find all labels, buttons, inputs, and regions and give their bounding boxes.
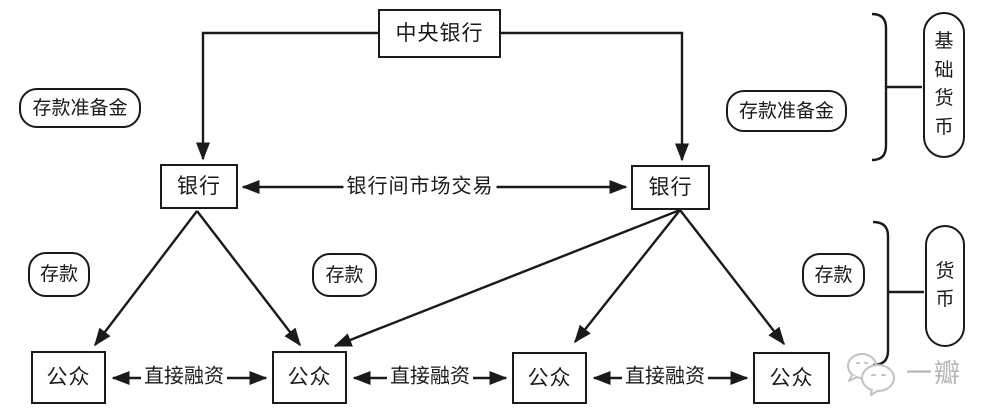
brace-base-money [871,12,922,162]
bank-box-left: 银行 [160,164,238,209]
money-capsule: 货币 [925,225,965,347]
arrow-bank-right-to-public-3 [574,209,681,344]
interbank-market-label: 银行间市场交易 [343,175,497,199]
public-box-4: 公众 [753,352,830,404]
direct-financing-label-2: 直接融资 [387,365,473,389]
deposit-tag-middle: 存款 [312,253,377,297]
base-money-label: 基础货币 [934,31,954,138]
reserve-requirement-tag-left: 存款准备金 [19,88,141,128]
brand-name: 一瓣 [906,359,963,388]
money-label: 货币 [935,260,955,311]
bank-box-right: 银行 [631,165,710,210]
brace-money [872,220,924,367]
arrow-bank-left-to-public-2 [196,210,301,347]
public-box-3: 公众 [512,352,587,404]
reserve-requirement-tag-right: 存款准备金 [726,90,847,132]
direct-financing-label-3: 直接融资 [622,365,708,389]
deposit-tag-right: 存款 [802,253,865,297]
arrow-central-to-bank-left [196,31,378,161]
base-money-capsule: 基础货币 [923,12,965,158]
arrow-bank-left-to-public-1 [94,210,198,347]
deposit-tag-left: 存款 [28,252,90,297]
public-box-2: 公众 [272,351,347,404]
arrow-bank-right-to-public-2 [333,208,681,348]
chat-bubbles-icon [847,353,895,396]
brand-watermark: 一瓣 [842,350,978,398]
arrow-bank-right-to-public-4 [679,209,785,346]
public-box-1: 公众 [31,351,106,404]
arrow-central-to-bank-right [501,31,689,162]
direct-financing-label-1: 直接融资 [141,365,227,389]
central-bank-box: 中央银行 [378,9,501,58]
